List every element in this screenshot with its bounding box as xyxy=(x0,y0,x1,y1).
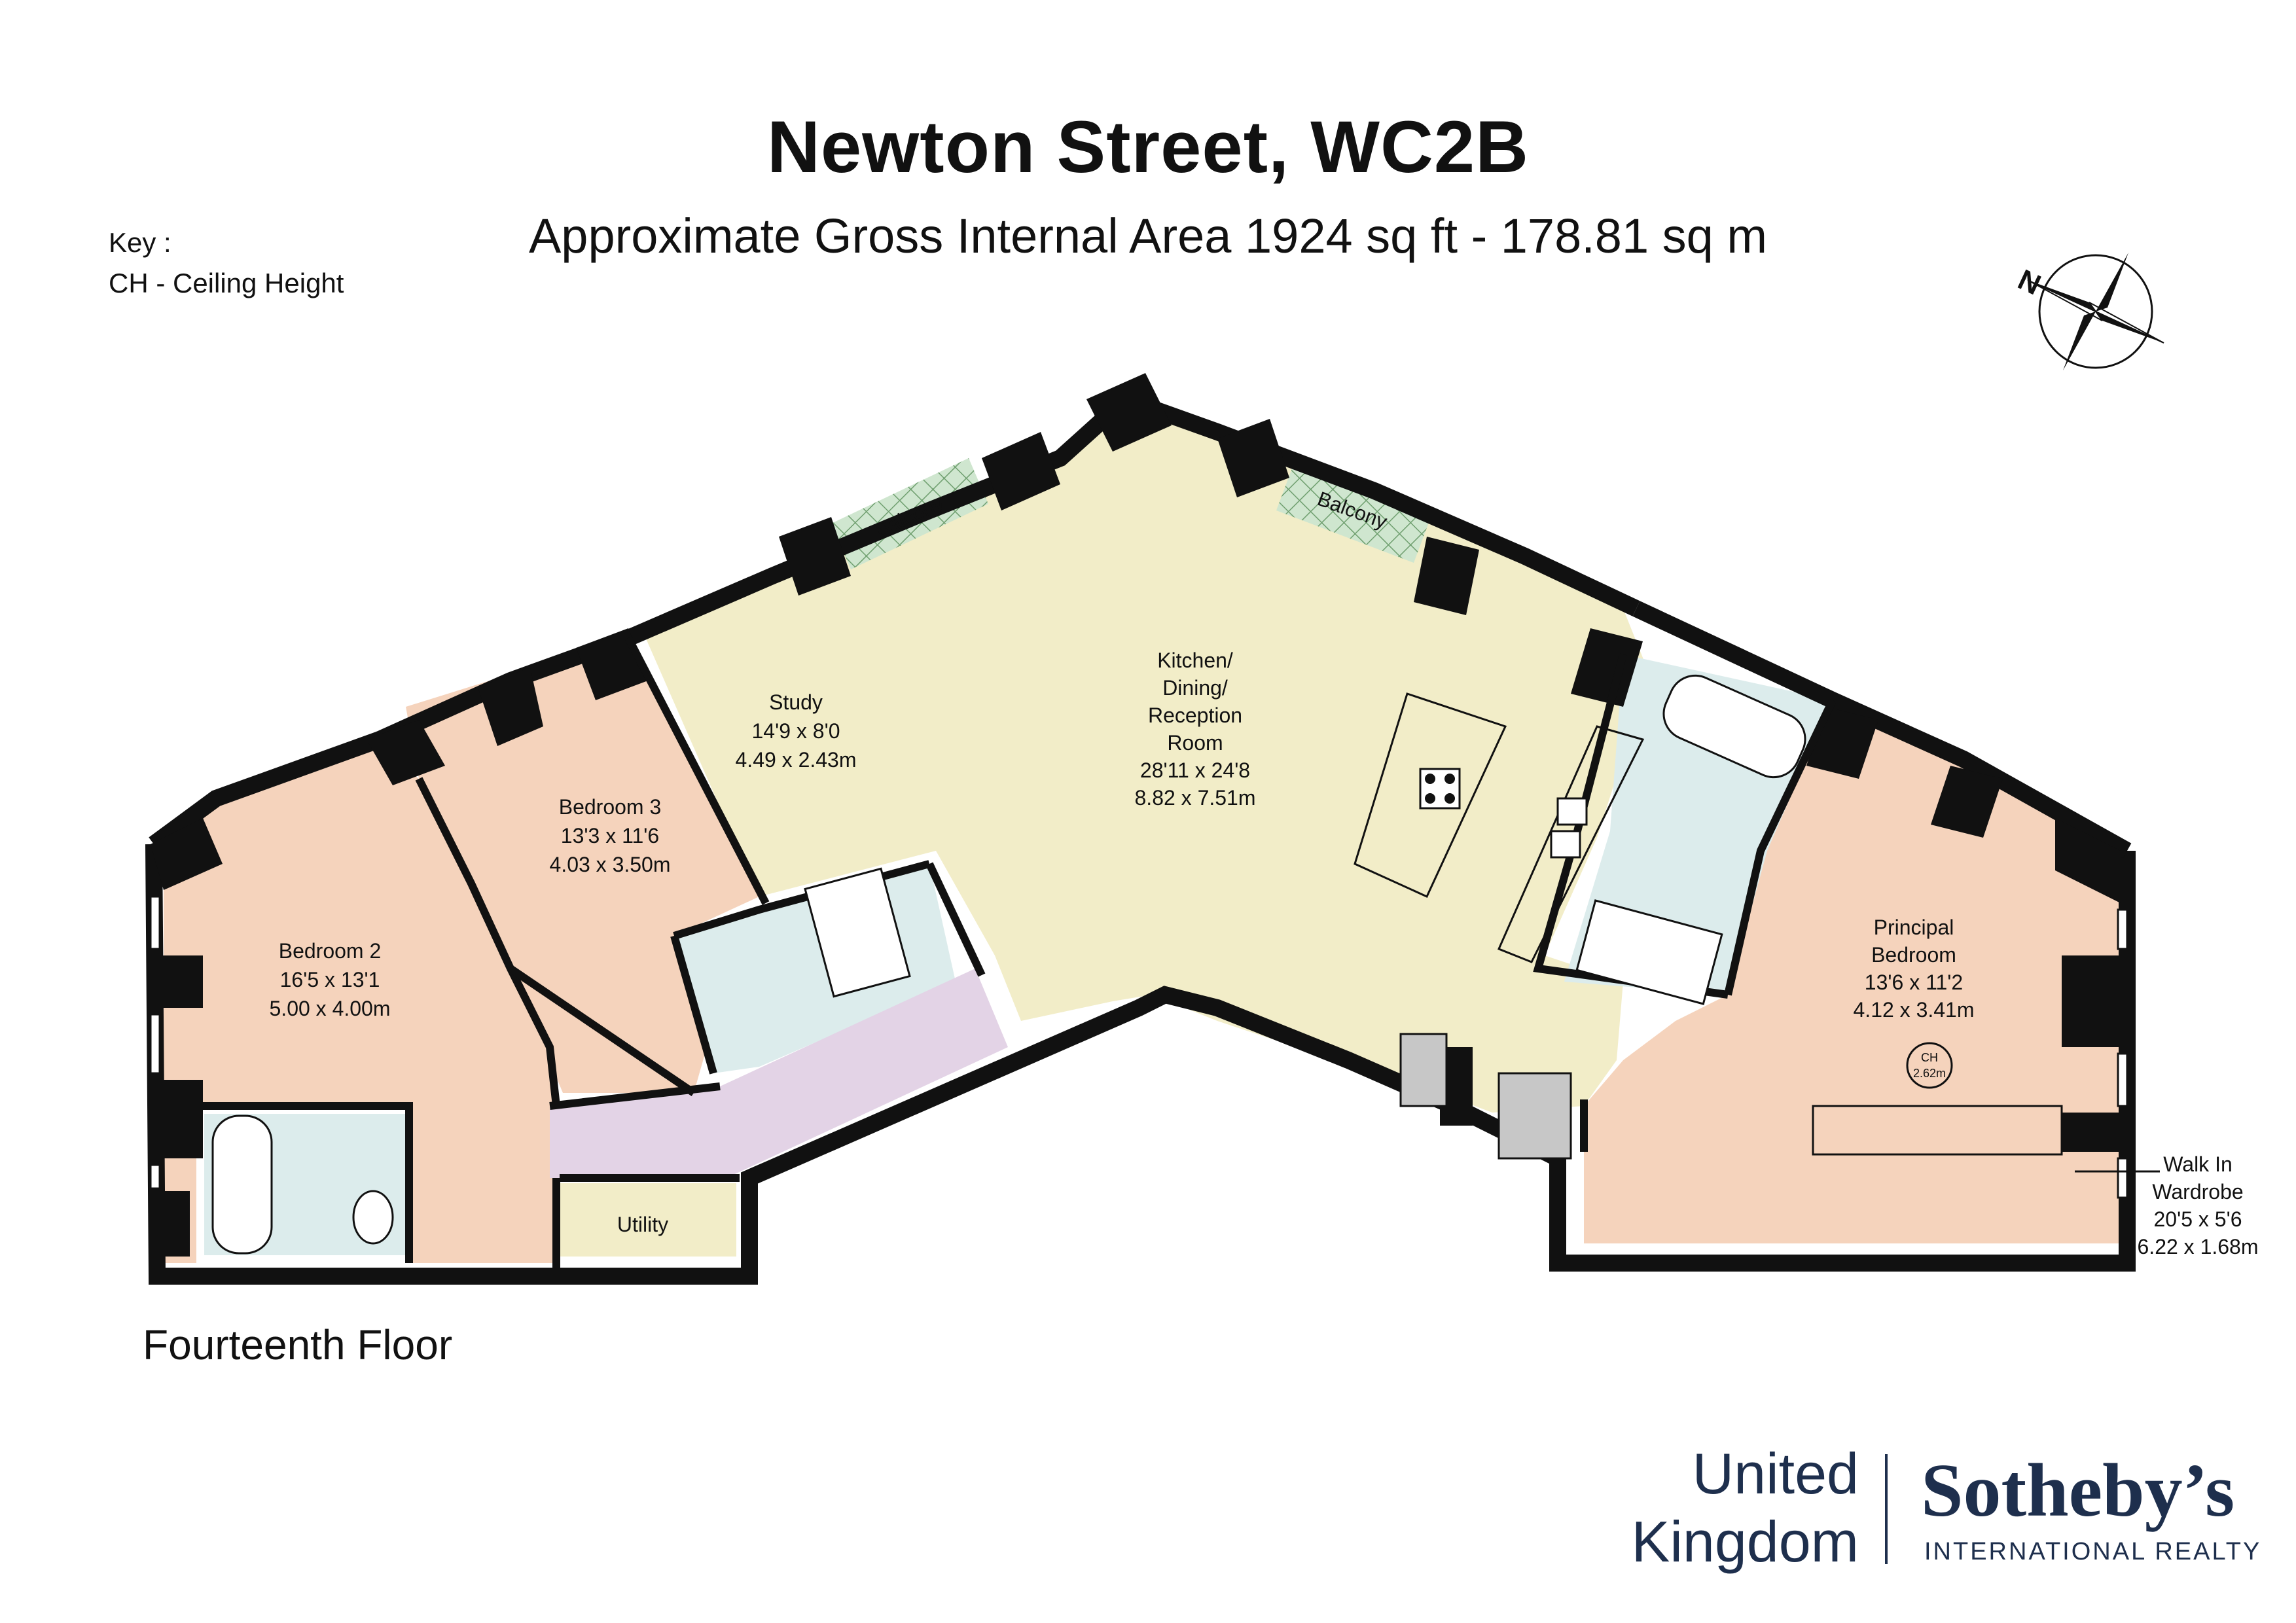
label-principal-line2: Bedroom xyxy=(1871,943,1956,967)
label-principal-line1: Principal xyxy=(1874,916,1954,939)
sink-icon xyxy=(1550,797,1588,859)
room-bedroom-2 xyxy=(164,746,556,1263)
room-bedroom-3 xyxy=(406,641,759,1093)
label-kitchen-line1: Kitchen/ xyxy=(1157,649,1233,672)
brand-divider xyxy=(1885,1454,1888,1564)
label-study-metric: 4.49 x 2.43m xyxy=(736,748,857,772)
label-bedroom3-metric: 4.03 x 3.50m xyxy=(550,853,671,876)
structural-columns xyxy=(151,373,2121,1257)
room-utility xyxy=(560,1183,736,1257)
storage-cupboard-left xyxy=(1399,1033,1448,1107)
area-subtitle: Approximate Gross Internal Area 1924 sq … xyxy=(528,209,1768,263)
brand-region-line1: United xyxy=(1692,1441,1859,1506)
label-wardrobe-imperial: 20'5 x 5'6 xyxy=(2154,1207,2242,1231)
windows xyxy=(149,895,2128,1199)
label-kitchen-line2: Dining/ xyxy=(1162,676,1228,700)
label-bedroom2-name: Bedroom 2 xyxy=(279,939,382,963)
label-bedroom3-name: Bedroom 3 xyxy=(559,795,662,819)
brand-logo: Sotheby’s xyxy=(1921,1449,2235,1533)
label-study-name: Study xyxy=(769,690,823,714)
room-kitchen-dining-reception xyxy=(641,399,1649,1113)
key-heading: Key : xyxy=(109,227,171,258)
ceiling-height-marker xyxy=(1906,1042,1953,1089)
label-study-imperial: 14'9 x 8'0 xyxy=(752,719,840,743)
label-wardrobe-metric: 6.22 x 1.68m xyxy=(2138,1235,2259,1258)
label-bedroom3-imperial: 13'3 x 11'6 xyxy=(561,824,659,847)
wardrobe-rail xyxy=(1812,1105,2063,1156)
label-bedroom2-metric: 5.00 x 4.00m xyxy=(270,997,391,1020)
shower-icon xyxy=(804,867,911,998)
brand-region: United Kingdom xyxy=(1623,1440,1859,1576)
outer-walls xyxy=(145,391,2136,1285)
key-legend: Key : CH - Ceiling Height xyxy=(109,223,344,304)
storage-cupboard-right xyxy=(1498,1072,1572,1160)
principal-shower-icon xyxy=(1575,899,1723,1005)
label-wardrobe-line1: Walk In xyxy=(2163,1152,2233,1176)
balcony-right xyxy=(1276,458,1433,563)
floor-label: Fourteenth Floor xyxy=(143,1321,453,1368)
label-wardrobe-line2: Wardrobe xyxy=(2152,1180,2243,1204)
principal-bathtub-icon xyxy=(1662,674,1806,779)
label-bedroom2-imperial: 16'5 x 13'1 xyxy=(280,968,380,991)
kitchen-counter xyxy=(1498,725,1645,963)
label-kitchen-line3: Reception xyxy=(1148,704,1242,727)
label-principal-imperial: 13'6 x 11'2 xyxy=(1865,971,1963,994)
ceiling-value: 2.62m xyxy=(1913,1067,1946,1080)
label-kitchen-metric: 8.82 x 7.51m xyxy=(1135,786,1256,810)
brand-tagline: INTERNATIONAL REALTY xyxy=(1924,1538,2262,1565)
label-principal-metric: 4.12 x 3.41m xyxy=(1854,998,1975,1022)
hob-icon xyxy=(1419,768,1461,810)
key-entry: CH - Ceiling Height xyxy=(109,268,344,298)
room-principal-bedroom xyxy=(1584,700,2121,1243)
brand-region-line2: Kingdom xyxy=(1631,1509,1859,1574)
room-hallway xyxy=(550,969,1008,1178)
ceiling-abbr: CH xyxy=(1921,1051,1938,1064)
label-kitchen-line4: Room xyxy=(1167,731,1223,755)
compass-icon xyxy=(2027,253,2164,370)
bathtub-icon xyxy=(211,1115,273,1255)
label-utility: Utility xyxy=(617,1213,668,1236)
toilet-icon xyxy=(352,1190,394,1245)
label-kitchen-imperial: 28'11 x 24'8 xyxy=(1140,758,1250,782)
page-title: Newton Street, WC2B xyxy=(767,106,1529,188)
compass-north-label: N xyxy=(2013,264,2046,302)
